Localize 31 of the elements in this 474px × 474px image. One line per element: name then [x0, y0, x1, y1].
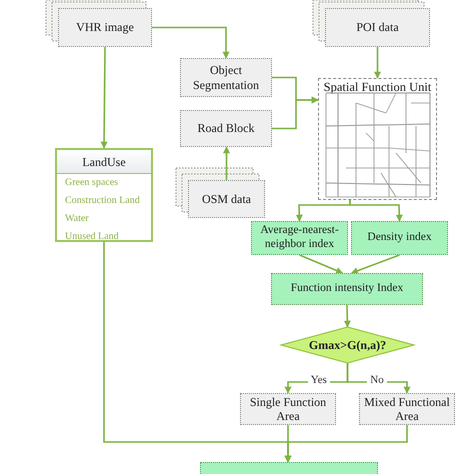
land-use-class: Water	[64, 212, 90, 226]
arrow	[223, 146, 230, 180]
arrow	[346, 363, 410, 394]
edge-label: Yes	[308, 374, 330, 386]
process-box: POI data	[325, 8, 430, 47]
process-box: Average-nearest-neighbor index	[251, 221, 348, 255]
process-box: Function intensity Index	[271, 273, 423, 305]
result-box	[200, 462, 378, 474]
process-box: Object Segmentation	[180, 58, 272, 97]
arrow	[349, 200, 403, 222]
arrow	[152, 26, 230, 59]
arrow	[100, 47, 108, 149]
land-use-class: Green spaces	[64, 176, 120, 190]
edge-label: No	[367, 374, 387, 386]
arrow	[284, 425, 408, 463]
process-box: Road Block	[180, 110, 272, 147]
arrow	[272, 96, 319, 130]
decision-text: Gmax>G(n,a)?	[308, 338, 386, 352]
process-box: Mixed Functional Area	[359, 393, 455, 425]
process-box: Single Function Area	[240, 393, 336, 425]
arrow	[350, 254, 400, 274]
process-box: Density index	[351, 221, 448, 255]
table-header: LandUse	[57, 150, 151, 174]
arrow	[344, 304, 351, 328]
process-box: VHR image	[58, 8, 152, 47]
unit-title: Spatial Function Unit	[324, 80, 432, 95]
process-box: OSM data	[188, 180, 265, 218]
arrow	[374, 47, 381, 79]
land-use-class: Construction Land	[64, 194, 141, 208]
arrow	[299, 254, 344, 274]
land-use-class: Unused Land	[64, 230, 120, 244]
